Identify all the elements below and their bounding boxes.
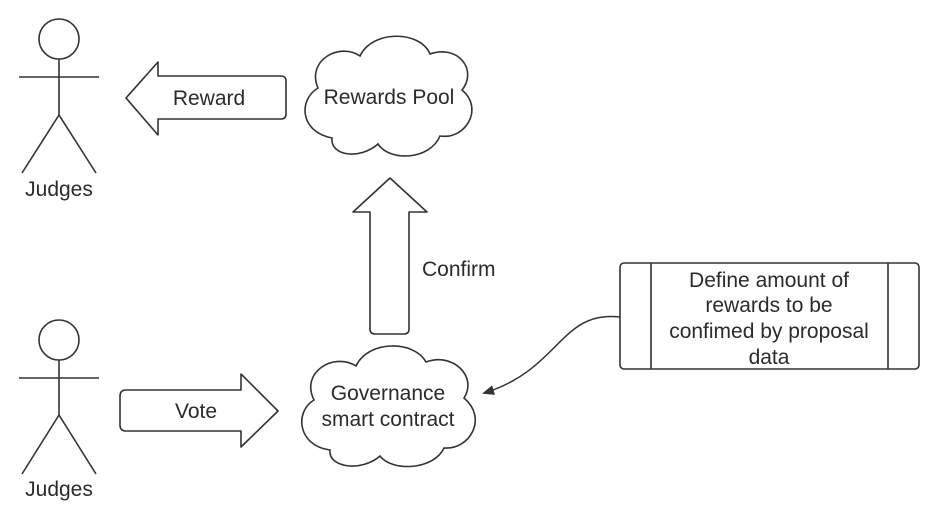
actor-head (38, 319, 80, 361)
reward-arrow-label: Reward (173, 87, 245, 110)
process-box (619, 262, 920, 370)
confirm-arrow (352, 177, 428, 335)
process-box-line3: confimed by proposal (669, 320, 869, 343)
process-box-line2: rewards to be (705, 294, 832, 317)
rewards-pool-cloud (304, 35, 473, 157)
actor-label: Judges (25, 478, 93, 501)
actor-head (38, 18, 80, 60)
confirm-arrow-label: Confirm (422, 258, 496, 281)
vote-arrow (119, 373, 279, 448)
vote-arrow-label: Vote (175, 400, 217, 423)
reward-arrow (125, 61, 287, 136)
governance-cloud (300, 345, 476, 468)
actor-label: Judges (25, 178, 93, 201)
connector-arrow (482, 315, 621, 395)
actor-judges-top (19, 18, 99, 174)
governance-label-line2: smart contract (321, 408, 454, 431)
actor-judges-bottom (19, 319, 99, 475)
rewards-pool-label: Rewards Pool (324, 86, 455, 109)
process-box-line1: Define amount of (689, 269, 849, 292)
governance-label-line1: Governance (331, 382, 445, 405)
process-box-line4: data (749, 346, 790, 369)
